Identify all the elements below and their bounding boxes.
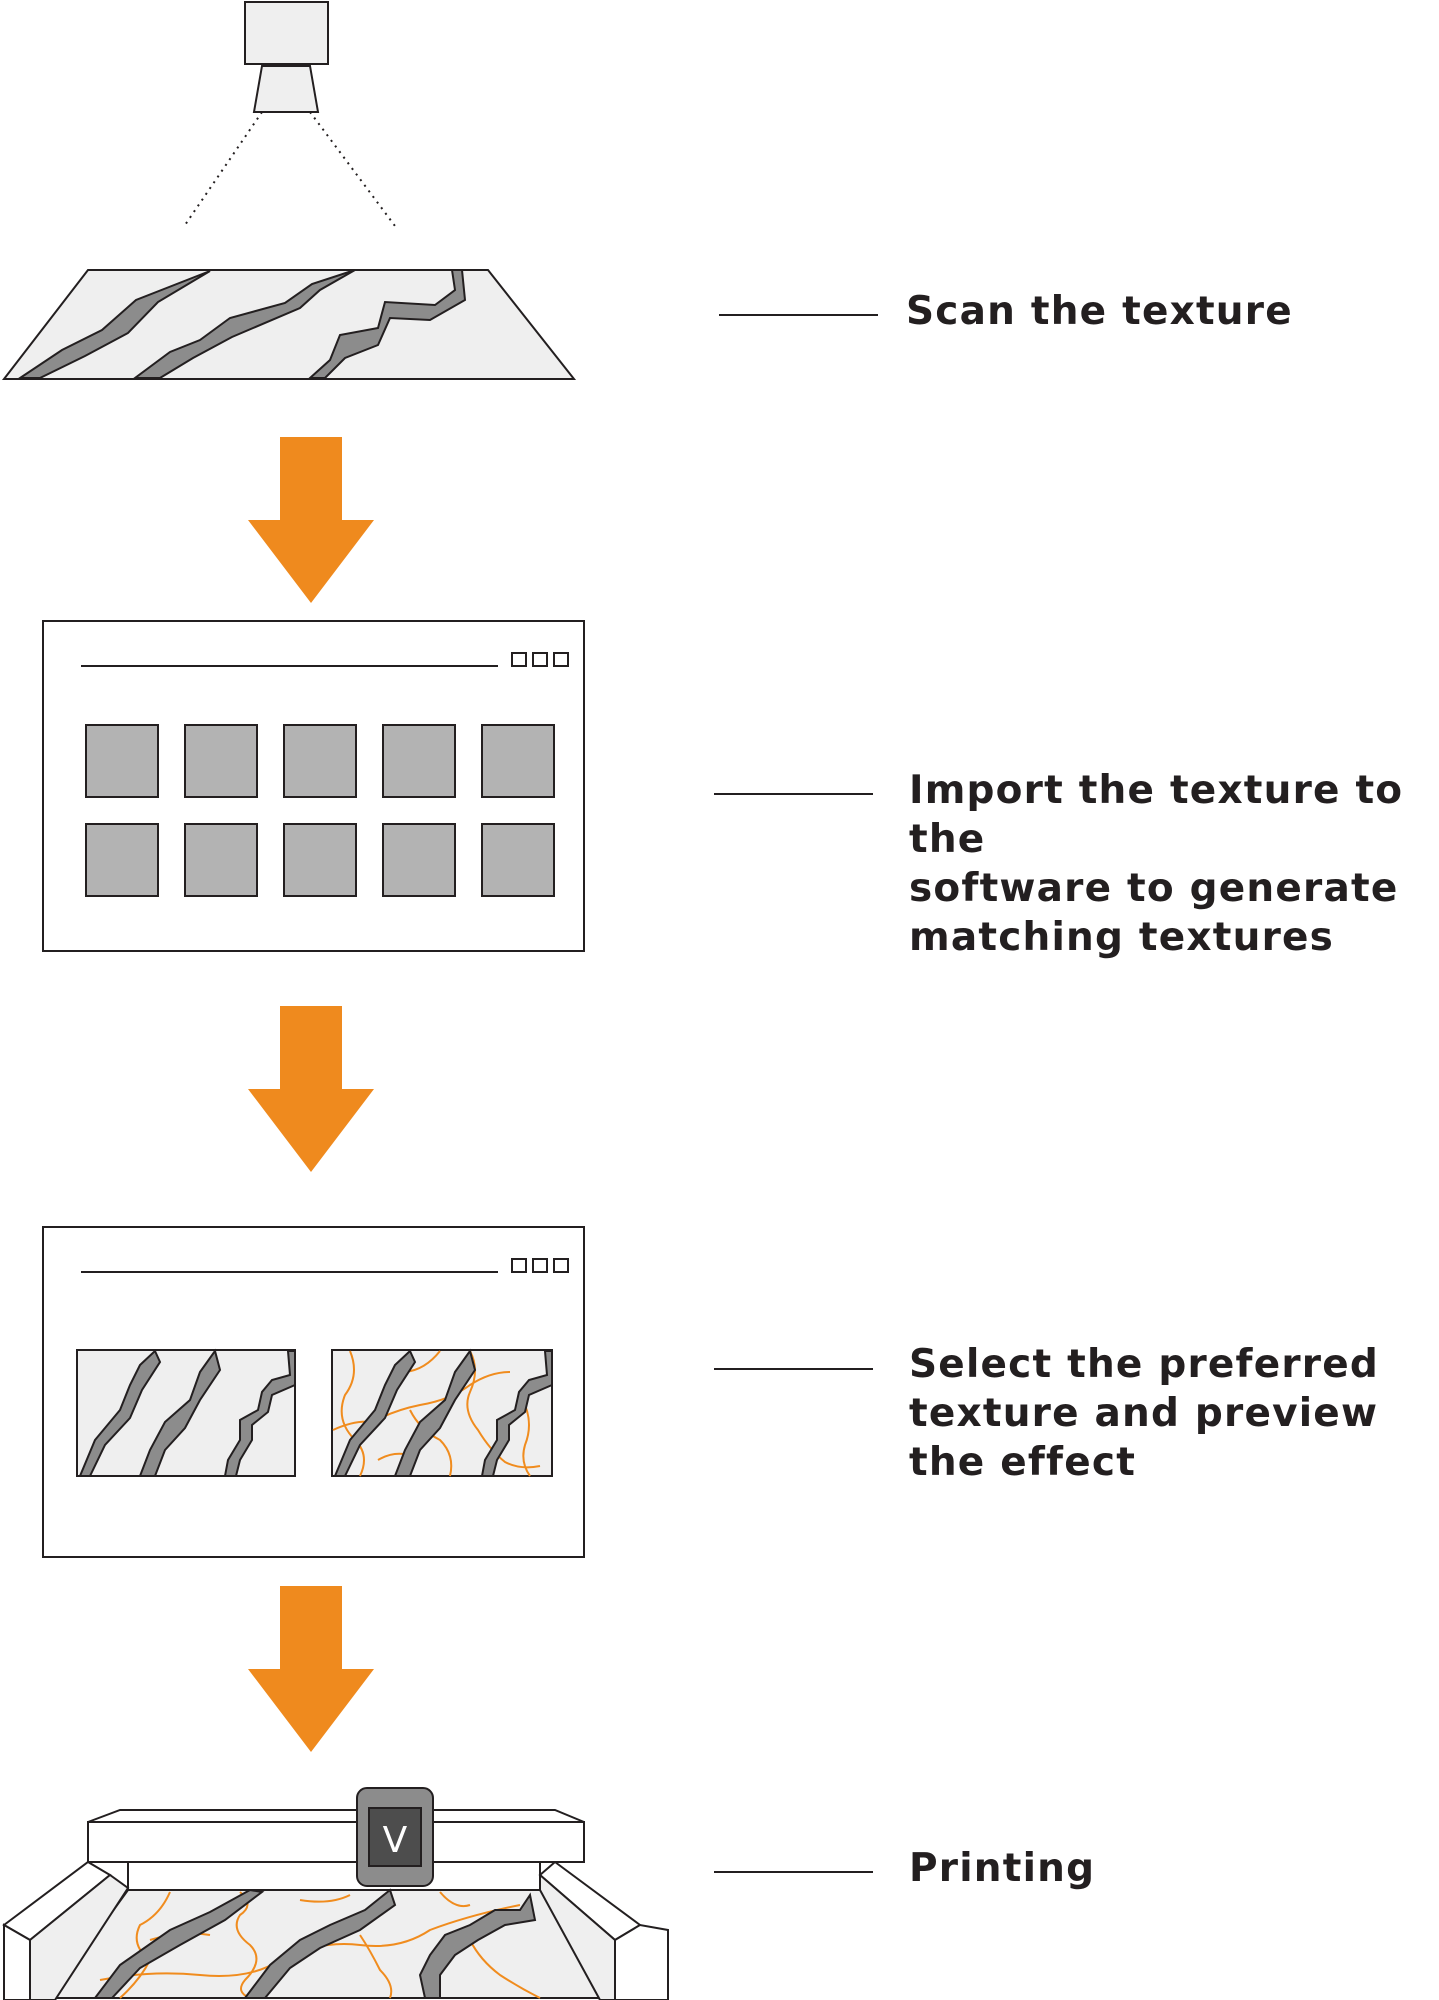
texture-tile bbox=[382, 823, 456, 897]
window-controls-icon bbox=[511, 1258, 569, 1273]
uv-flatbed-printer: V bbox=[2, 1787, 669, 2000]
step-label-select: Select the preferred texture and preview… bbox=[909, 1342, 1379, 1485]
software-window-generate bbox=[42, 620, 585, 952]
step-label-scan: Scan the texture bbox=[906, 289, 1293, 334]
texture-tile bbox=[283, 823, 357, 897]
texture-tile-grid bbox=[85, 724, 555, 897]
texture-tile bbox=[85, 823, 159, 897]
preview-texture-panel bbox=[331, 1348, 553, 1477]
original-texture-panel bbox=[76, 1348, 296, 1477]
gantry-beam bbox=[87, 1821, 585, 1863]
texture-tile bbox=[283, 724, 357, 798]
marble-slab bbox=[1, 269, 577, 380]
texture-tile bbox=[184, 724, 258, 798]
printer-logo: V bbox=[383, 1820, 408, 1861]
label-connector-line bbox=[719, 314, 878, 316]
texture-tile bbox=[184, 823, 258, 897]
down-arrow-icon bbox=[248, 1586, 374, 1752]
label-connector-line bbox=[714, 1871, 873, 1873]
texture-tile bbox=[382, 724, 456, 798]
software-window-preview bbox=[42, 1226, 585, 1558]
step-label-printing: Printing bbox=[909, 1846, 1096, 1891]
label-connector-line bbox=[714, 793, 873, 795]
label-connector-line bbox=[714, 1368, 873, 1370]
texture-tile bbox=[481, 724, 555, 798]
step-label-import: Import the texture to the software to ge… bbox=[909, 768, 1404, 960]
print-head: V bbox=[356, 1787, 434, 1887]
down-arrow-icon bbox=[248, 1006, 374, 1172]
texture-tile bbox=[85, 724, 159, 798]
gantry-top bbox=[87, 1809, 585, 1823]
window-controls-icon bbox=[511, 652, 569, 667]
down-arrow-icon bbox=[248, 437, 374, 603]
scanner-camera bbox=[184, 1, 396, 227]
texture-tile bbox=[481, 823, 555, 897]
